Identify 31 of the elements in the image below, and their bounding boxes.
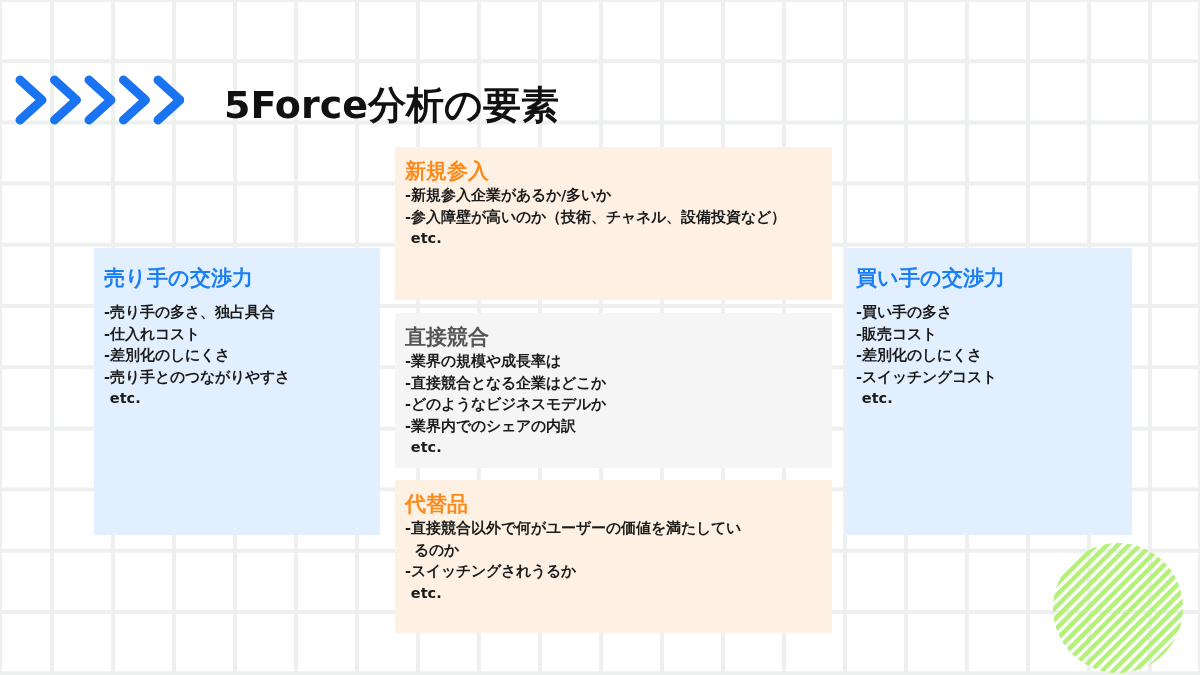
bullet-text: -直接競合となる企業はどこか: [405, 373, 607, 393]
bullet-text: -スイッチングコスト: [856, 367, 998, 387]
bullet-text: -業界内でのシェアの内訳: [405, 416, 577, 436]
box-heading: 売り手の交渉力: [104, 265, 253, 292]
note-text: etc.: [409, 438, 442, 457]
bullet-text: -スイッチングされうるか: [405, 562, 577, 581]
slide-title: 5Force分析の要素: [224, 82, 559, 129]
bullet-text: -どのようなビジネスモデルか: [405, 395, 607, 414]
box-heading: 直接競合: [405, 324, 489, 351]
bullet-text: -直接競合以外で何がユーザーの価値を満たしているのか: [405, 519, 743, 560]
bullet-text: -買い手の多さ: [856, 303, 953, 322]
bullet-text: -売り手の多さ、独占具合: [104, 303, 276, 322]
bullet-text: -業界の規模や成長率は: [405, 352, 562, 371]
box-heading: 代替品: [405, 491, 468, 518]
note-text: etc.: [860, 389, 893, 408]
note-text: etc.: [409, 229, 442, 248]
box-heading: 買い手の交渉力: [856, 265, 1005, 292]
bullet-text: -差別化のしにくさ: [856, 346, 983, 365]
bullet-text: -売り手とのつながりやすさ: [104, 367, 291, 387]
bullet-text: -差別化のしにくさ: [104, 346, 231, 365]
bullet-text: -仕入れコスト: [104, 324, 201, 344]
bullet-text: -販売コスト: [856, 324, 938, 344]
note-text: etc.: [108, 389, 141, 408]
category-box: [846, 248, 1132, 535]
category-box: [395, 147, 832, 300]
note-text: etc.: [409, 583, 442, 603]
bullet-text: -参入障壁が高いのか（技術、チャネル、設備投資など）: [405, 207, 787, 227]
category-box: [94, 248, 380, 535]
box-heading: 新規参入: [405, 158, 489, 185]
category-box: [395, 480, 832, 633]
bullet-text: -新規参入企業があるか/多いか: [405, 186, 612, 205]
